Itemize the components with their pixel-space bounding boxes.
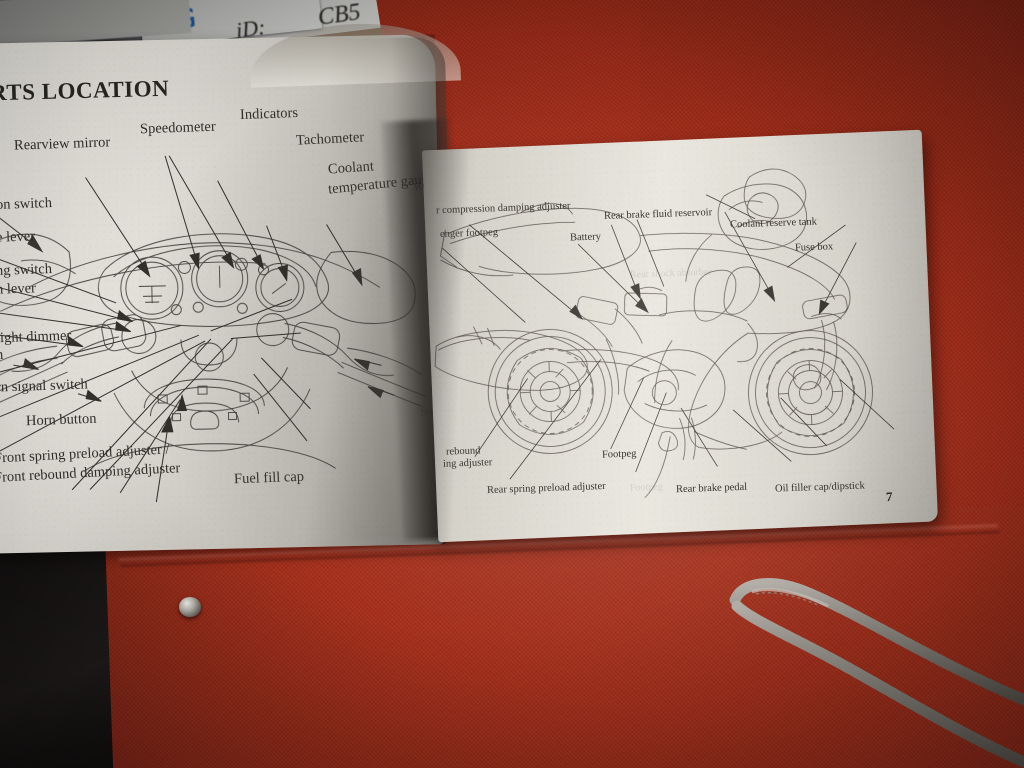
ghost-text-footpeg: Footpeg	[629, 481, 663, 494]
leader-lines-right	[441, 194, 895, 480]
label-coolant: Coolant	[327, 158, 375, 178]
label-switch-cont: h	[0, 346, 4, 364]
label-ignition-switch: on switch	[0, 195, 53, 213]
instrument-panel-diagram	[0, 233, 427, 473]
label-horn-button: Horn button	[25, 410, 97, 430]
motorcycle-diagram	[434, 168, 873, 498]
label-starting-switch: ng switch	[0, 261, 53, 279]
label-tachometer: Tachometer	[295, 129, 365, 149]
label-fuel-fill-cap: Fuel fill cap	[233, 468, 305, 488]
metal-rivet	[179, 597, 201, 617]
label-rear-damping-adjuster: ing adjuster	[442, 457, 493, 470]
label-fuse-box: Fuse box	[794, 241, 834, 254]
manual-right-page	[422, 129, 938, 543]
page-heading: RTS LOCATION	[0, 75, 170, 106]
label-brake-lever: e lever	[0, 228, 36, 246]
label-clutch-lever: h lever	[0, 280, 37, 298]
label-rear-rebound: rebound	[445, 445, 481, 458]
label-battery: Battery	[569, 231, 602, 244]
label-passenger-footpeg: enger footpeg	[439, 226, 499, 241]
label-speedometer: Speedometer	[139, 118, 216, 138]
label-headlight-dimmer: light dimmer	[0, 327, 72, 347]
label-indicators: Indicators	[239, 104, 299, 124]
label-footpeg: Footpeg	[601, 448, 637, 461]
label-rearview-mirror: Rearview mirror	[13, 134, 111, 154]
label-turn-signal-switch: rn signal switch	[0, 376, 89, 396]
page-number: 7	[885, 488, 893, 505]
